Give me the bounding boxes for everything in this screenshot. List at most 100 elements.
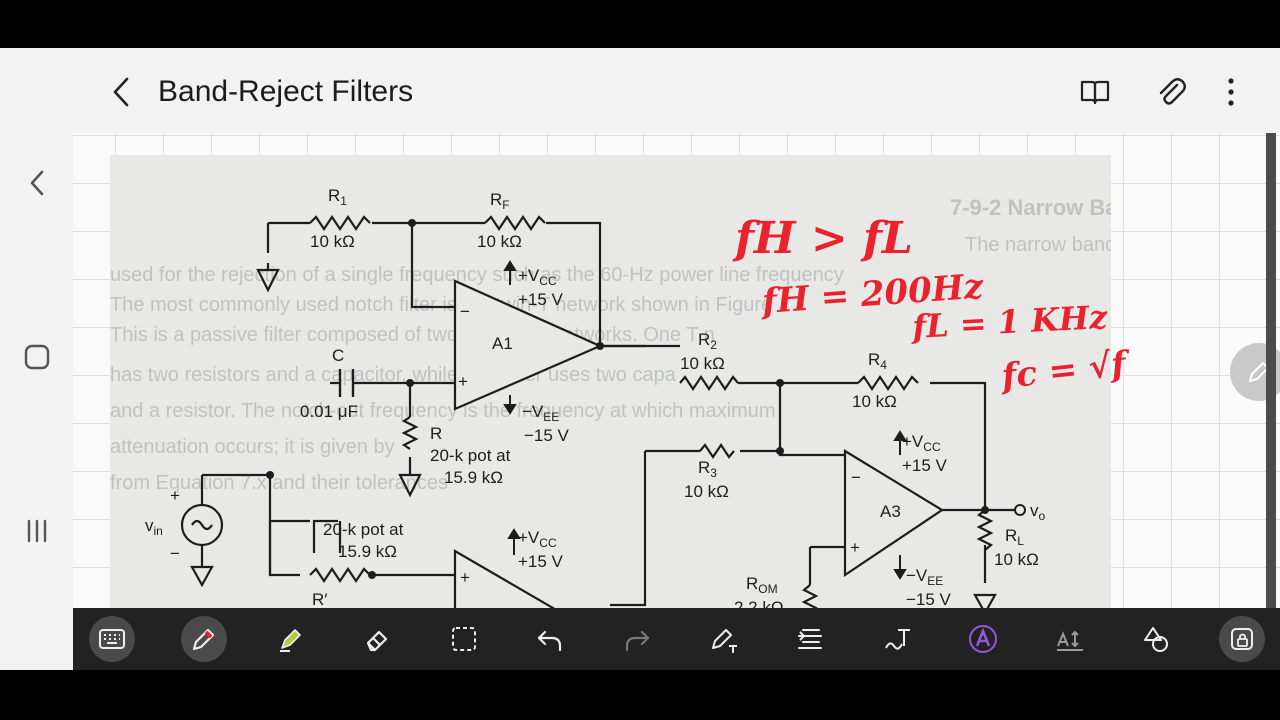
svg-text:RF: RF: [490, 190, 510, 212]
svg-text:R′: R′: [312, 590, 327, 608]
lock-button[interactable]: [1219, 616, 1265, 662]
straighten-text-icon: [798, 629, 822, 649]
svg-text:+: +: [850, 538, 860, 557]
keyboard-button[interactable]: [89, 616, 135, 662]
book-line: attenuation occurs; it is given by: [110, 436, 395, 458]
textbook-photo: 7-9-2 Narrow Band-Reject Filter The narr…: [110, 155, 1280, 608]
handwritten-ink: fH > fL fH = 200Hz fL = 1 KHz fc = √f: [732, 213, 1133, 398]
book-view-button[interactable]: [1073, 72, 1117, 112]
lasso-select-button[interactable]: [441, 616, 487, 662]
attach-icon: [1159, 78, 1186, 105]
more-vert-icon: [1228, 78, 1234, 106]
back-button[interactable]: [101, 72, 141, 112]
system-nav-bar: [0, 48, 73, 670]
rl-value: 10 kΩ: [994, 550, 1039, 569]
pot1-label-b: 15.9 kΩ: [444, 468, 503, 487]
circuit-wires: [200, 221, 1020, 607]
svg-text:vo: vo: [1030, 501, 1046, 523]
grounds: [190, 268, 997, 608]
eraser-tool-button[interactable]: [354, 616, 400, 662]
svg-text:−VEE: −VEE: [522, 402, 559, 424]
svg-text:−: −: [460, 302, 470, 321]
r1-value: 10 kΩ: [310, 232, 355, 251]
redo-icon: [625, 630, 650, 652]
nav-back-button[interactable]: [0, 153, 73, 213]
pen-icon: [192, 628, 215, 651]
ink-eq-fh-gt-fl: fH > fL: [732, 213, 913, 264]
svg-text:ROM: ROM: [746, 574, 778, 596]
shapes-button[interactable]: [1133, 616, 1179, 662]
svg-text:vin: vin: [145, 516, 163, 538]
svg-text:+VCC: +VCC: [902, 432, 941, 454]
supply-arrows: [503, 260, 907, 580]
eraser-icon: [366, 630, 388, 652]
undo-button[interactable]: [527, 616, 573, 662]
book-line: and a resistor. The notch-out frequency …: [110, 400, 776, 422]
svg-text:C: C: [332, 346, 344, 365]
svg-text:R4: R4: [868, 350, 887, 372]
more-options-button[interactable]: [1209, 72, 1253, 112]
svg-text:+: +: [458, 372, 468, 391]
a1-label: A1: [492, 334, 513, 353]
scrollbar[interactable]: [1266, 133, 1276, 608]
svg-text:−: −: [170, 544, 180, 563]
undo-icon: [537, 630, 562, 652]
attach-button[interactable]: [1149, 72, 1193, 112]
c-value: 0.01 μF: [300, 402, 358, 421]
book-line: from Equation 7.x and their tolerances: [110, 472, 448, 494]
text-style-icon: [969, 625, 997, 653]
spacing-button[interactable]: [1047, 616, 1093, 662]
back-chevron-icon: [30, 170, 43, 196]
ac-source: [180, 503, 224, 547]
pen-tool-button[interactable]: [181, 616, 227, 662]
capacitor: [338, 369, 355, 397]
pot2-label-a: 20-k pot at: [323, 520, 404, 539]
svg-text:R2: R2: [698, 330, 717, 352]
circuit-labels: R1 10 kΩ RF 10 kΩ +VCC +15 V − + A1 C 0.…: [145, 186, 1046, 608]
handwriting-button[interactable]: [874, 616, 920, 662]
book-view-icon: [1080, 80, 1110, 105]
pen-to-text-icon: [712, 629, 737, 653]
note-canvas[interactable]: 7-9-2 Narrow Band-Reject Filter The narr…: [73, 133, 1280, 608]
svg-text:RL: RL: [1005, 526, 1024, 548]
redo-button[interactable]: [614, 616, 660, 662]
pen-to-text-button[interactable]: [701, 616, 747, 662]
notes-app: Band-Reject Filters 7-9-2 Narrow Band-Re…: [73, 48, 1280, 670]
app-header: Band-Reject Filters: [73, 48, 1280, 136]
svg-text:+VCC: +VCC: [518, 266, 557, 288]
lasso-select-icon: [452, 627, 476, 651]
text-style-button[interactable]: [960, 616, 1006, 662]
straighten-text-button[interactable]: [787, 616, 833, 662]
vcc1-value: +15 V: [518, 290, 564, 309]
spacing-icon: [1057, 630, 1083, 651]
output-terminal: [1014, 504, 1026, 516]
svg-text:+: +: [460, 568, 470, 587]
junctions: [266, 219, 989, 579]
book-line: used for the rejection of a single frequ…: [110, 264, 844, 286]
r2-value: 10 kΩ: [680, 354, 725, 373]
pen-icon: [1248, 361, 1270, 383]
svg-text:R: R: [430, 424, 442, 443]
nav-recents-button[interactable]: [0, 501, 73, 561]
ink-eq-fc: fc = √f: [998, 344, 1133, 398]
handwriting-icon: [885, 629, 910, 650]
shapes-icon: [1144, 627, 1168, 652]
highlighter-tool-button[interactable]: [268, 616, 314, 662]
vee3-value: −15 V: [906, 590, 952, 608]
rom-value: 2.2 kΩ: [734, 598, 784, 608]
svg-text:−: −: [851, 468, 861, 487]
svg-text:R3: R3: [698, 458, 717, 480]
pot1-label-a: 20-k pot at: [430, 446, 511, 465]
vcc2-value: +15 V: [518, 552, 564, 571]
a3-label: A3: [880, 502, 901, 521]
rf-value: 10 kΩ: [477, 232, 522, 251]
lock-icon: [1231, 628, 1253, 650]
vee1-value: −15 V: [524, 426, 570, 445]
r3-value: 10 kΩ: [684, 482, 729, 501]
highlighter-icon: [280, 629, 301, 652]
op-amps: [453, 279, 945, 608]
r4-value: 10 kΩ: [852, 392, 897, 411]
nav-home-button[interactable]: [0, 327, 73, 387]
svg-text:+: +: [170, 486, 180, 505]
svg-text:+VCC: +VCC: [518, 528, 557, 550]
